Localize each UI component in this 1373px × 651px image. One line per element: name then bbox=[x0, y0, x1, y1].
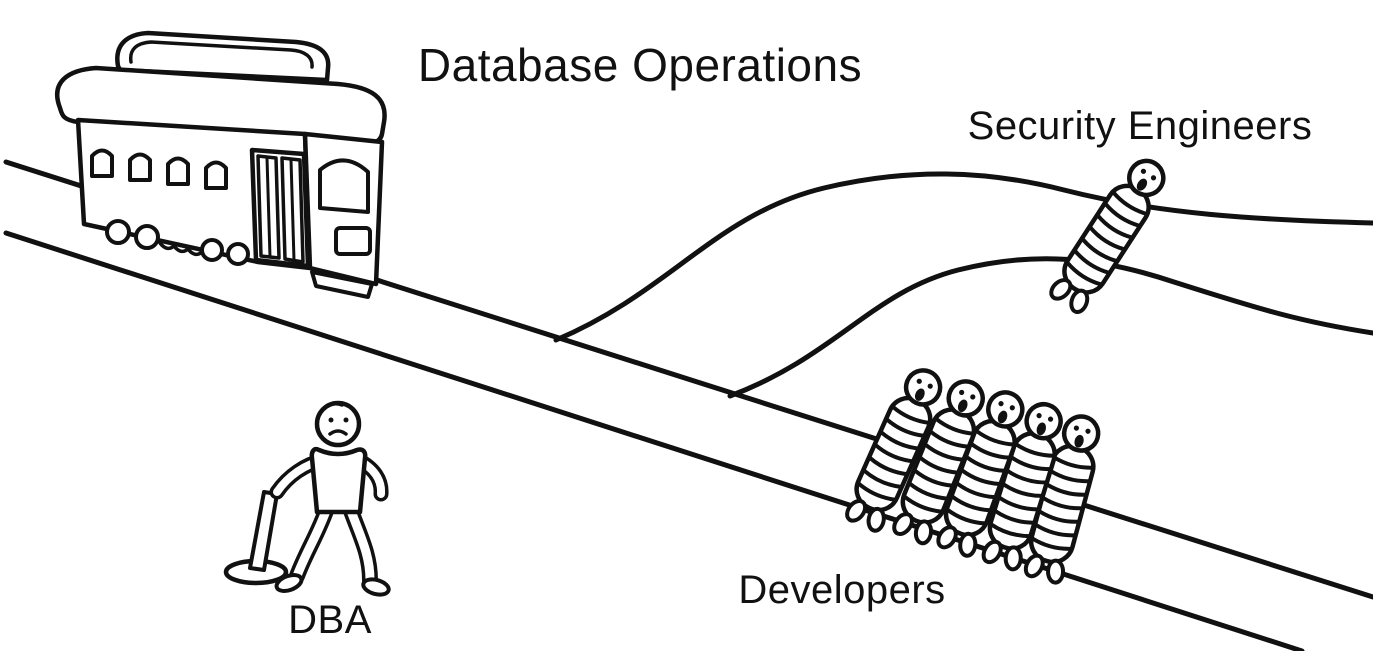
dba-eye-right bbox=[343, 417, 349, 423]
label-dba: DBA bbox=[288, 598, 372, 642]
branch-track-rail-upper bbox=[553, 171, 1373, 343]
dba-frown bbox=[328, 429, 348, 436]
trolley-door-right-line bbox=[289, 158, 296, 262]
developers-group bbox=[842, 363, 1106, 586]
dba-leg-left-fill bbox=[292, 503, 332, 581]
trolley-wheel-4 bbox=[226, 242, 250, 266]
trolley-side-window-1 bbox=[90, 148, 114, 178]
trolley-door-left-line bbox=[265, 156, 272, 259]
trolley-side-window-4 bbox=[204, 160, 228, 190]
trolley-front-skirt bbox=[310, 270, 374, 299]
trolley-undercarriage-coil bbox=[158, 241, 204, 257]
trolley-front-panel bbox=[334, 226, 372, 256]
security-engineer-group bbox=[1046, 152, 1174, 317]
label-developers: Developers bbox=[738, 568, 946, 612]
trolley-wheel-1 bbox=[105, 219, 131, 245]
branch-track-rail-lower bbox=[727, 256, 1373, 399]
dba-figure bbox=[223, 400, 391, 597]
label-database-operations: Database Operations bbox=[417, 39, 863, 91]
main-track-rail-lower bbox=[3, 230, 1305, 651]
dba-torso bbox=[309, 446, 368, 515]
dba-foot-right bbox=[361, 577, 391, 597]
dba-hair bbox=[322, 401, 344, 411]
lever-pole bbox=[248, 490, 279, 572]
trolley-clerestory-inner bbox=[128, 40, 314, 69]
lever-icon bbox=[223, 490, 289, 586]
security-engineer-tied-person bbox=[1046, 152, 1174, 317]
trolley-icon bbox=[55, 30, 387, 299]
trolley-side-window-3 bbox=[166, 156, 190, 186]
dba-foot-left bbox=[274, 573, 304, 593]
dba-eye-left bbox=[328, 417, 334, 423]
trolley-side-window-2 bbox=[128, 152, 152, 182]
dba-leg-right-fill bbox=[345, 503, 375, 585]
trolley-wheel-2 bbox=[134, 224, 160, 250]
trolley-front-window bbox=[318, 158, 370, 214]
label-security-engineers: Security Engineers bbox=[967, 104, 1313, 148]
trolley-wheel-3 bbox=[200, 238, 224, 262]
